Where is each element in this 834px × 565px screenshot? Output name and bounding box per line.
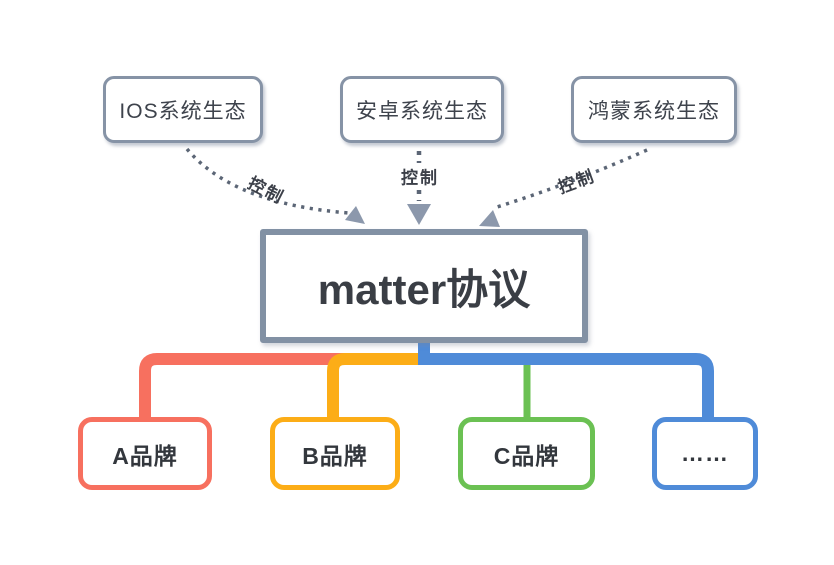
- arrowhead-harmony: [479, 210, 500, 227]
- arrowhead-ios: [345, 206, 365, 224]
- node-brand-c-label: C品牌: [493, 442, 560, 469]
- control-label-middle: 控制: [401, 168, 439, 188]
- node-ios-ecosystem: IOS系统生态: [103, 76, 263, 143]
- node-brand-etc: ……: [652, 417, 758, 490]
- node-brand-b: B品牌: [270, 417, 400, 490]
- connector-brand-b: [327, 353, 424, 418]
- node-brand-a-label: A品牌: [112, 442, 178, 469]
- node-android-label: 安卓系统生态: [356, 99, 488, 123]
- node-matter-label: matter协议: [317, 265, 531, 313]
- node-brand-b-label: B品牌: [302, 442, 368, 469]
- node-android-ecosystem: 安卓系统生态: [340, 76, 504, 143]
- node-brand-a: A品牌: [78, 417, 212, 490]
- connector-brand-etc: [424, 353, 714, 418]
- arrowhead-android: [407, 204, 431, 225]
- node-ios-label: IOS系统生态: [119, 99, 247, 123]
- node-harmony-label: 鸿蒙系统生态: [588, 99, 720, 123]
- arrow-harmony-to-matter: [496, 148, 648, 209]
- node-matter-protocol: matter协议: [260, 229, 588, 343]
- node-brand-c: C品牌: [458, 417, 595, 490]
- node-harmony-ecosystem: 鸿蒙系统生态: [571, 76, 737, 143]
- node-brand-etc-label: ……: [681, 440, 729, 466]
- connector-brand-a: [139, 353, 348, 418]
